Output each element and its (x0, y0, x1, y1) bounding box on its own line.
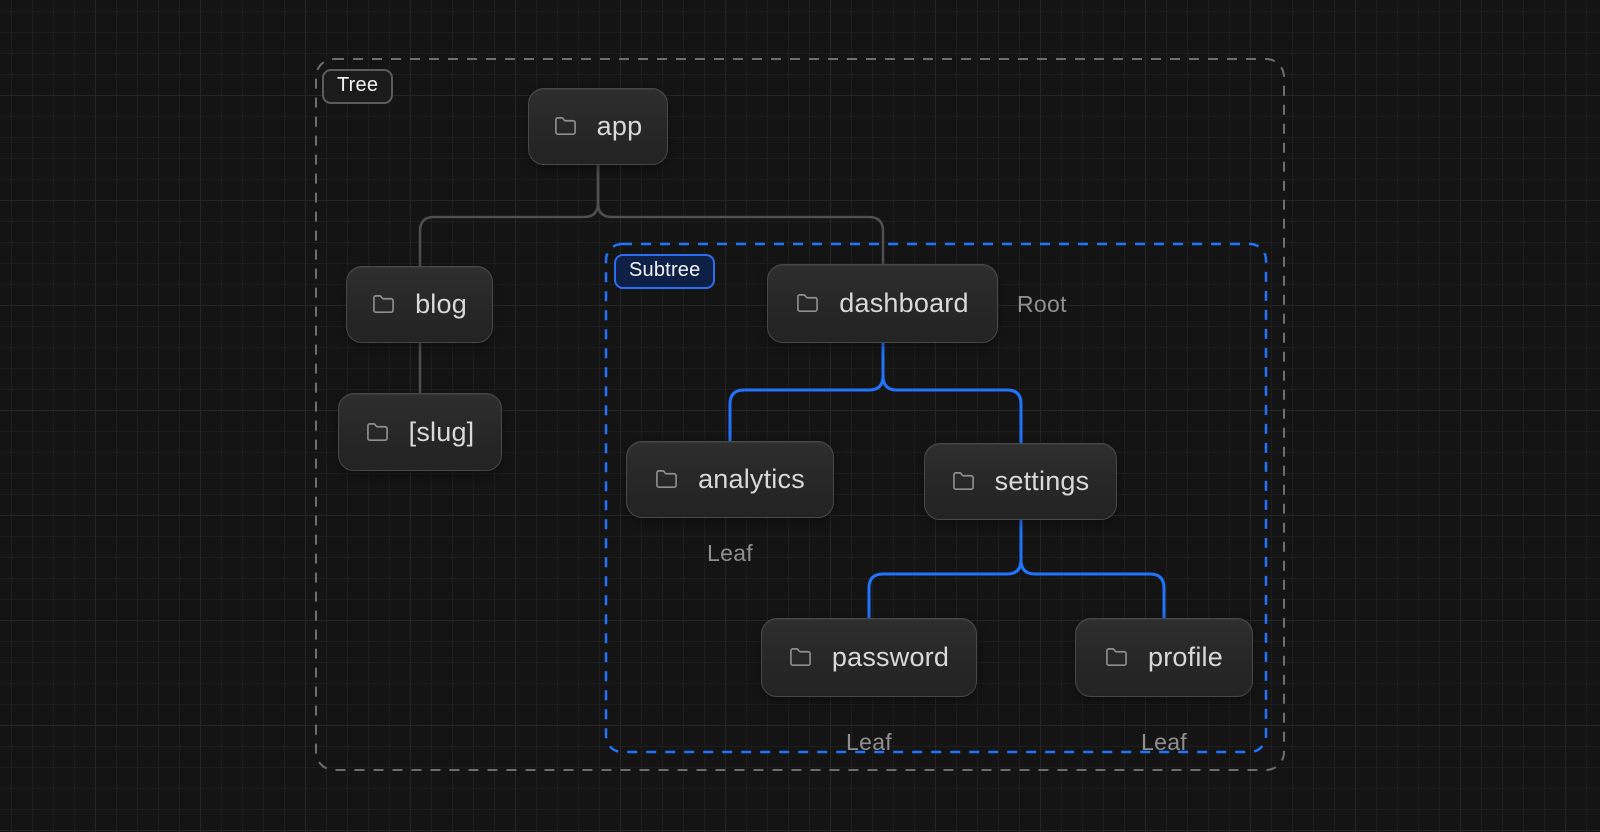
folder-icon (952, 470, 975, 493)
annotation-leaf-profile: Leaf (1141, 729, 1187, 755)
edge-dashboard-settings (881, 341, 1023, 445)
node-label: dashboard (839, 288, 969, 318)
node-label: blog (415, 289, 467, 319)
folder-icon (366, 421, 389, 444)
subtree-group-badge: Subtree (614, 254, 716, 289)
folder-icon (1105, 646, 1128, 669)
tree-group-border[interactable] (315, 58, 1285, 771)
annotation-leaf-password: Leaf (846, 729, 892, 755)
folder-icon (796, 292, 819, 315)
edge-app-blog (418, 163, 600, 268)
folder-icon (372, 293, 395, 316)
node-label: app (596, 111, 643, 141)
node-label: analytics (698, 464, 805, 494)
node-label: [slug] (408, 416, 475, 447)
edge-settings-profile (1019, 518, 1166, 620)
folder-icon (655, 468, 678, 491)
edge-dashboard-analytics (728, 341, 885, 443)
node-slug[interactable]: [slug] (338, 393, 502, 471)
folder-icon (554, 115, 577, 138)
annotation-root: Root (1017, 291, 1067, 317)
node-profile[interactable]: profile (1075, 618, 1253, 697)
tree-group-badge: Tree (322, 69, 394, 104)
node-label: settings (994, 466, 1090, 496)
annotation-leaf-analytics: Leaf (707, 540, 753, 566)
node-app[interactable]: app (528, 88, 668, 165)
edge-app-dashboard (596, 163, 885, 266)
node-analytics[interactable]: analytics (626, 441, 834, 518)
node-label: profile (1148, 642, 1223, 672)
edge-settings-password (867, 518, 1023, 620)
node-blog[interactable]: blog (346, 266, 493, 343)
subtree-group-border[interactable] (604, 242, 1268, 754)
node-settings[interactable]: settings (924, 443, 1117, 520)
node-dashboard[interactable]: dashboard (767, 264, 998, 343)
folder-icon (789, 646, 812, 669)
node-label: password (831, 642, 950, 672)
node-password[interactable]: password (761, 618, 977, 697)
